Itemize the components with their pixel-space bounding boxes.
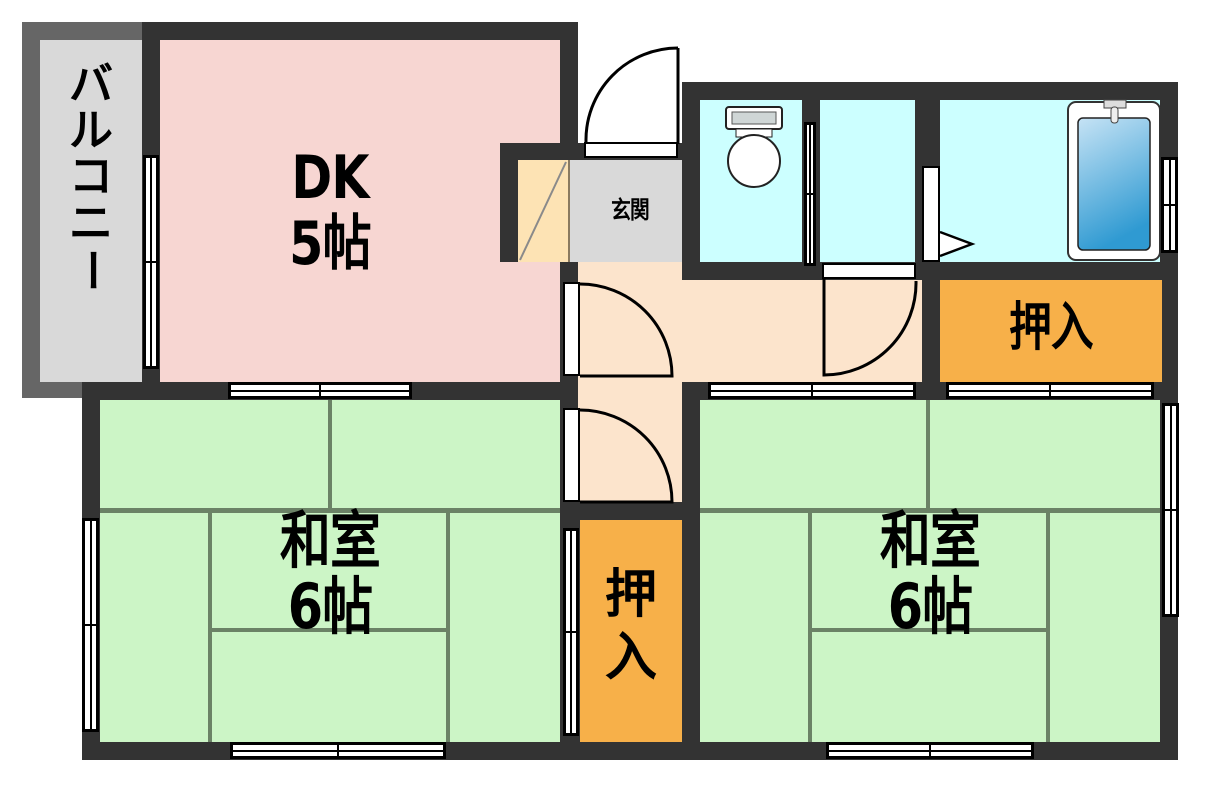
window-bathroom-east[interactable] xyxy=(1161,157,1178,253)
hallway-floor-east xyxy=(682,280,922,382)
tatami-line xyxy=(210,628,448,632)
closet-middle xyxy=(580,520,682,742)
washroom-door-leaf[interactable] xyxy=(822,263,916,279)
washroom-door-swing-icon xyxy=(822,279,918,377)
washitsu-right-floor xyxy=(700,400,1160,742)
closet-middle-char: 入 xyxy=(604,627,657,688)
tatami-line xyxy=(926,400,930,510)
balcony-char: ー xyxy=(66,247,118,292)
dk-label-size: 5帖 xyxy=(289,209,372,279)
washitsu-right-label-size: 6帖 xyxy=(887,570,973,643)
genkan-label: 玄関 xyxy=(611,196,650,224)
window-middle-closet-west[interactable] xyxy=(563,528,579,736)
dk-door-leaf[interactable] xyxy=(563,282,580,376)
closet-middle-label: 押 入 xyxy=(580,568,682,685)
bathroom-door-fold-icon xyxy=(939,230,976,258)
balcony-char: ニ xyxy=(69,197,113,249)
window-right-room-south[interactable] xyxy=(826,742,1034,759)
balcony-label: バ ル コ ニ ー xyxy=(40,59,142,362)
blank-under-balcony xyxy=(22,398,82,768)
toilet-icon xyxy=(725,106,783,188)
dk-label-name: DK xyxy=(291,143,369,213)
washitsu-left-label-name: 和室 xyxy=(279,504,381,577)
balcony-wall-lower-left xyxy=(22,262,40,398)
washitsu-left-door-swing-icon xyxy=(579,408,674,504)
washitsu-left-label: 和室 6帖 xyxy=(240,510,420,638)
window-left-room-west[interactable] xyxy=(82,518,99,732)
window-right-room-east[interactable] xyxy=(1162,403,1179,617)
tatami-line xyxy=(810,628,1048,632)
balcony-floor-lower xyxy=(40,262,142,382)
dk-floor-lower xyxy=(160,262,560,382)
closet-middle-char: 押 xyxy=(604,565,657,625)
shoe-cabinet-diagonal-icon xyxy=(519,161,567,261)
washitsu-left-door-leaf[interactable] xyxy=(563,408,580,502)
washitsu-right-label-name: 和室 xyxy=(879,504,981,577)
window-closet-south[interactable] xyxy=(946,382,1154,399)
tatami-line xyxy=(328,400,332,510)
balcony-wall-lower-bottom xyxy=(22,382,82,398)
hallway-floor xyxy=(578,262,682,502)
balcony-char: ル xyxy=(69,105,113,157)
tatami-line xyxy=(808,510,812,742)
washitsu-right-label: 和室 6帖 xyxy=(840,510,1020,638)
window-left-room-south[interactable] xyxy=(230,742,446,759)
dk-label: DK 5帖 xyxy=(248,148,412,274)
shoe-cabinet xyxy=(518,160,570,262)
window-dk-south[interactable] xyxy=(228,382,412,399)
genkan-floor xyxy=(570,160,682,275)
dk-door-swing-icon xyxy=(579,282,674,378)
closet-upper-right xyxy=(940,280,1162,382)
balcony-char: コ xyxy=(69,151,113,203)
tatami-line xyxy=(1046,510,1050,742)
window-toilet-partition[interactable] xyxy=(804,122,816,266)
entrance-door-swing-icon xyxy=(584,46,680,144)
tatami-line xyxy=(208,510,212,742)
window-balcony-dk[interactable] xyxy=(143,155,159,369)
window-hall-south[interactable] xyxy=(708,382,916,399)
tatami-line xyxy=(446,510,450,742)
washroom-floor xyxy=(820,100,915,262)
bathtub-icon xyxy=(1067,99,1161,261)
closet-upper-right-label: 押入 xyxy=(1009,298,1093,358)
tatami-line xyxy=(100,508,560,513)
tatami-line xyxy=(700,508,1160,513)
bathroom-door-leaf[interactable] xyxy=(922,166,940,262)
entrance-door-leaf[interactable] xyxy=(584,142,678,158)
washitsu-left-label-size: 6帖 xyxy=(287,570,373,643)
balcony-char: バ xyxy=(69,59,113,110)
